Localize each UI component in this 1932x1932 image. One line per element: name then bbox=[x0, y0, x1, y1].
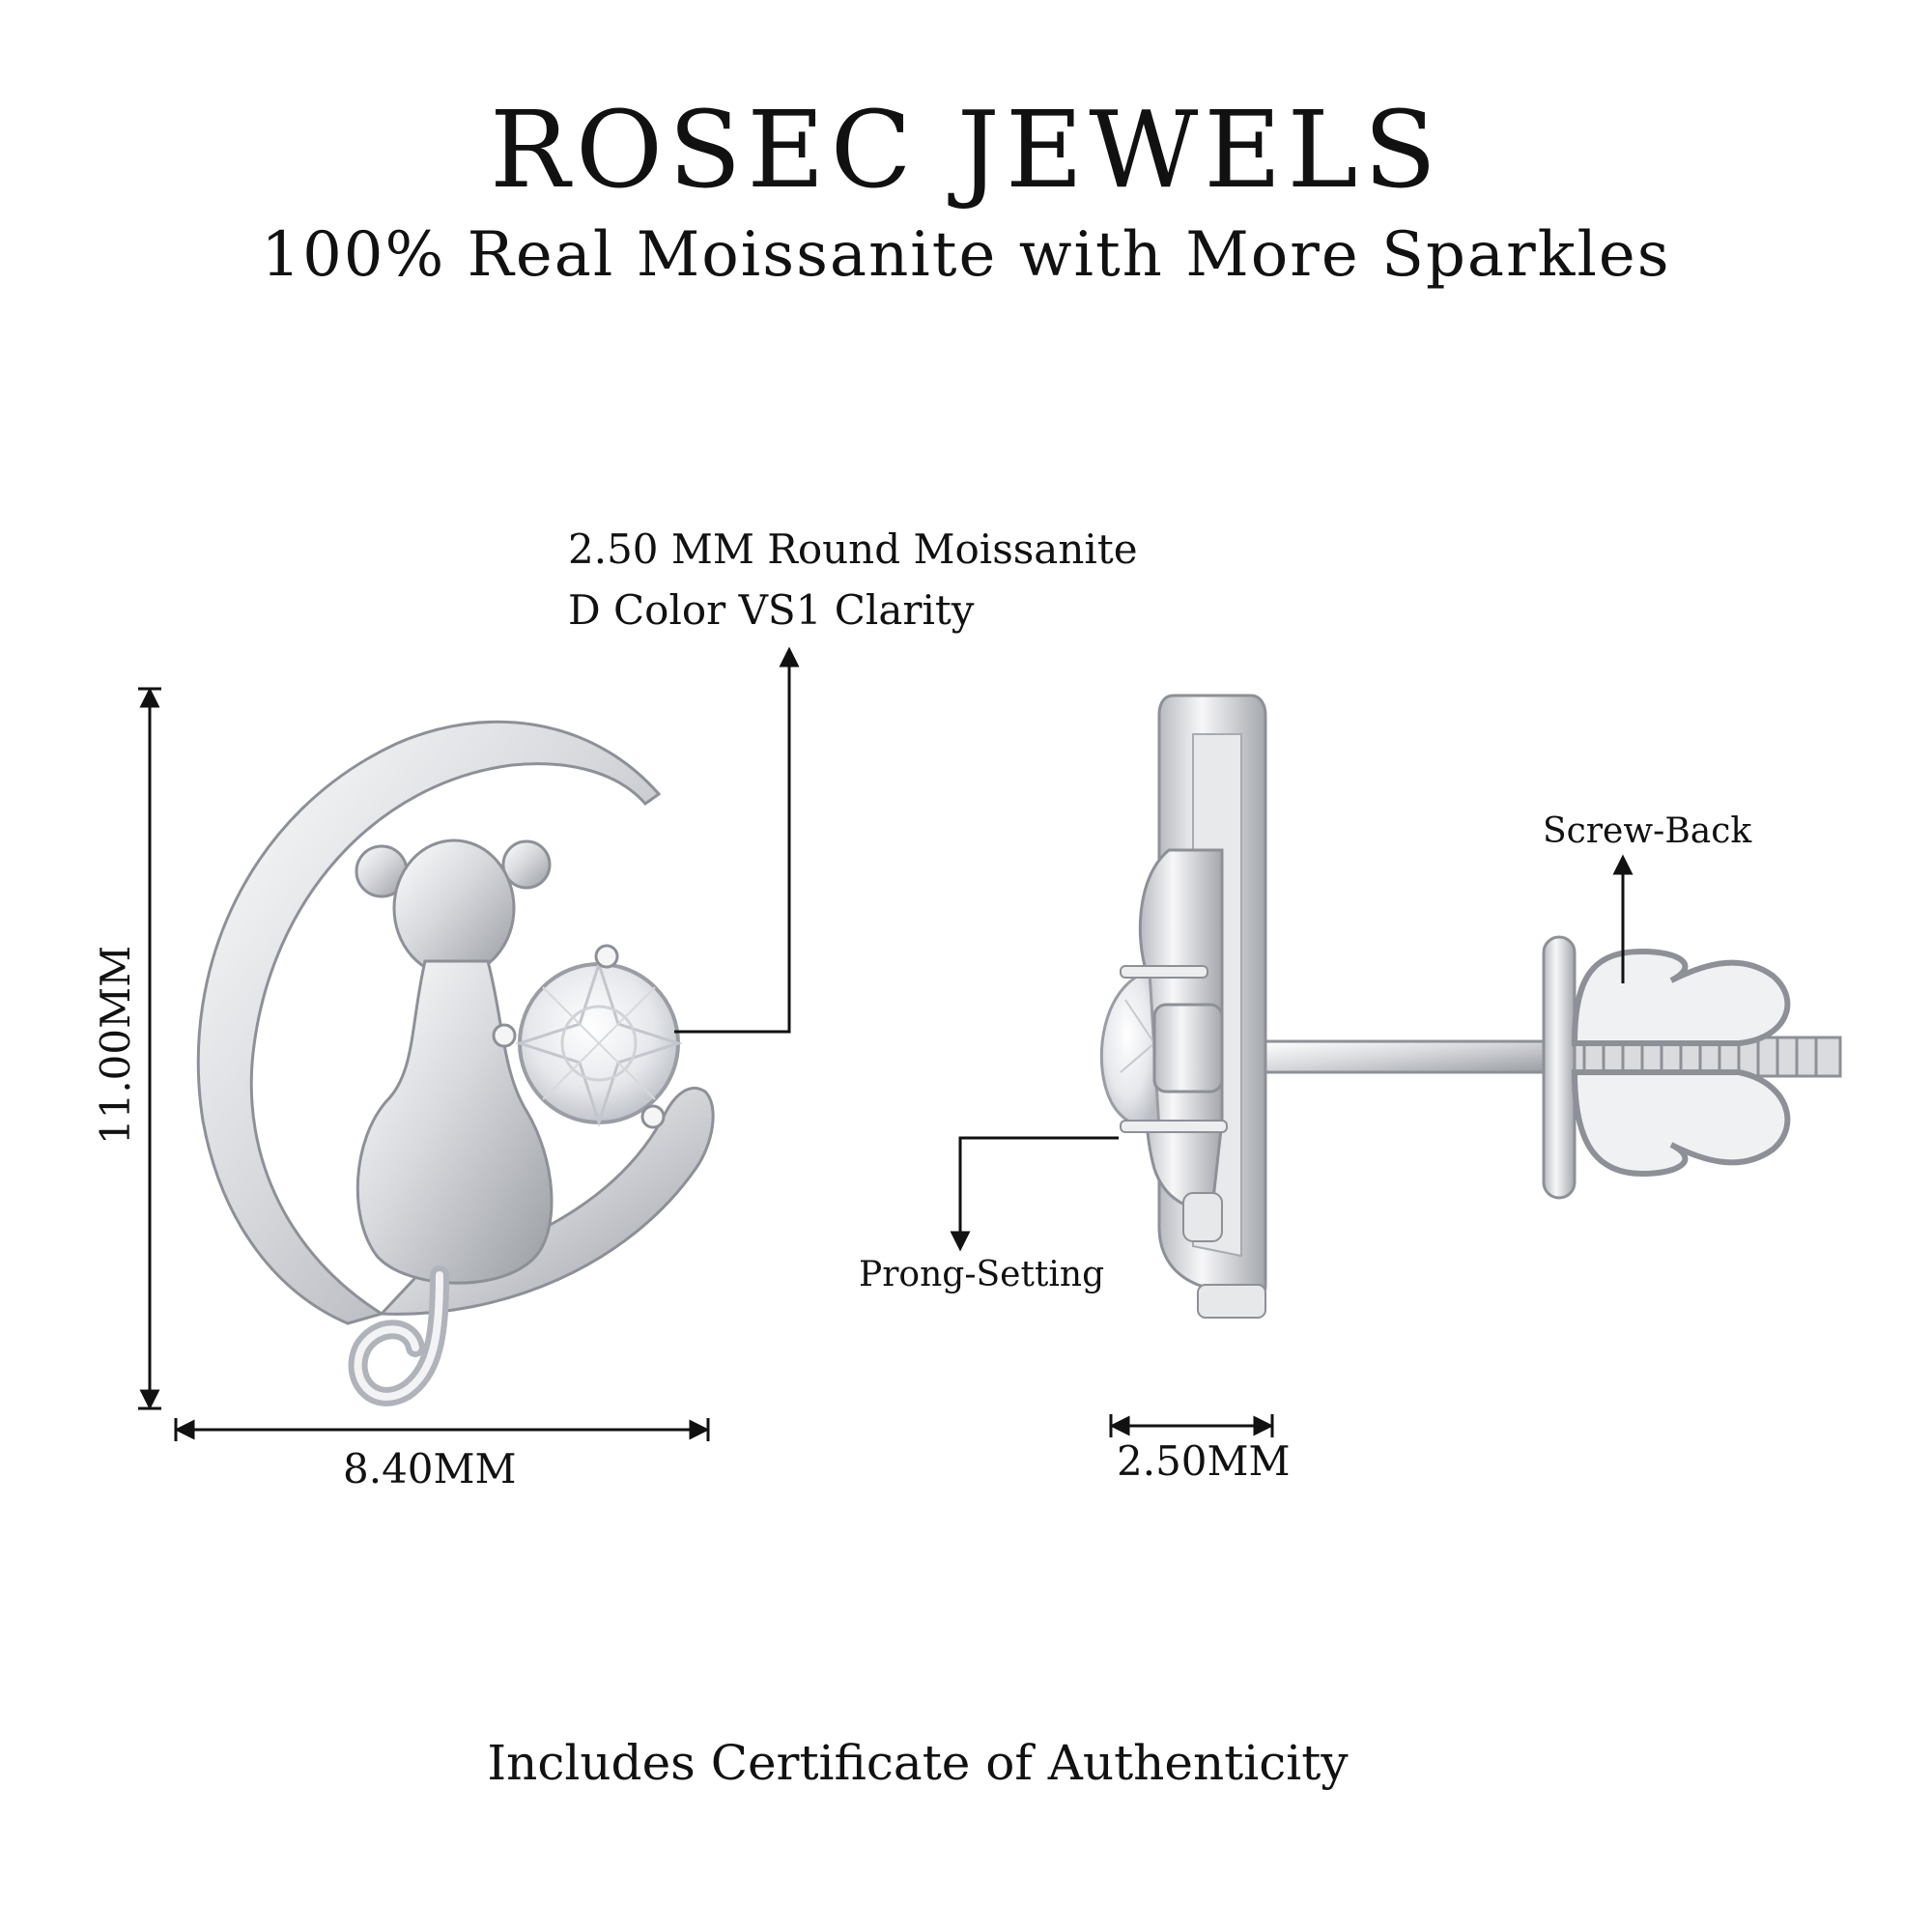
crescent-moon bbox=[196, 720, 662, 1325]
side-stone bbox=[1099, 969, 1161, 1132]
stone-callout-line2: D Color VS1 Clarity bbox=[568, 586, 975, 634]
tagline: 100% Real Moissanite with More Sparkles bbox=[261, 219, 1671, 291]
screw-back-label: Screw-Back bbox=[1543, 811, 1752, 851]
depth-dimension-label: 2.50MM bbox=[1117, 1437, 1291, 1485]
side-view-earring bbox=[1099, 694, 1842, 1319]
prong-left bbox=[492, 1023, 517, 1048]
stone-callout-line1: 2.50 MM Round Moissanite bbox=[568, 526, 1138, 573]
prong-setting-leader bbox=[950, 1136, 1119, 1252]
width-dimension-line bbox=[174, 1418, 710, 1441]
side-prong-bottom bbox=[1120, 1120, 1228, 1133]
side-prong-top bbox=[1120, 965, 1208, 979]
moon-seat-arc bbox=[378, 1086, 715, 1316]
prong-setting-label: Prong-Setting bbox=[859, 1255, 1105, 1294]
prong-top bbox=[594, 944, 619, 969]
front-view-earring bbox=[196, 720, 715, 1406]
stone-callout-leader bbox=[674, 646, 800, 1034]
certificate-note: Includes Certificate of Authenticity bbox=[487, 1735, 1349, 1791]
moissanite-stone bbox=[515, 959, 683, 1127]
mouse-head bbox=[392, 838, 516, 978]
width-dimension-label: 8.40MM bbox=[343, 1445, 517, 1492]
screw-back-disc bbox=[1542, 935, 1577, 1200]
mouse-body bbox=[355, 959, 554, 1285]
screw-back-loop-top bbox=[1571, 948, 1791, 1046]
height-dimension-line bbox=[138, 687, 161, 1410]
brand-title: ROSEC JEWELS bbox=[490, 88, 1442, 212]
earring-post bbox=[1264, 1039, 1548, 1074]
mouse-ear-right bbox=[501, 839, 552, 890]
screw-back-loop-bottom bbox=[1571, 1069, 1791, 1178]
height-dimension-label: 11.00MM bbox=[92, 945, 139, 1146]
prong-right bbox=[640, 1104, 666, 1129]
side-gallery bbox=[1152, 1003, 1224, 1094]
depth-dimension-line bbox=[1109, 1414, 1274, 1437]
